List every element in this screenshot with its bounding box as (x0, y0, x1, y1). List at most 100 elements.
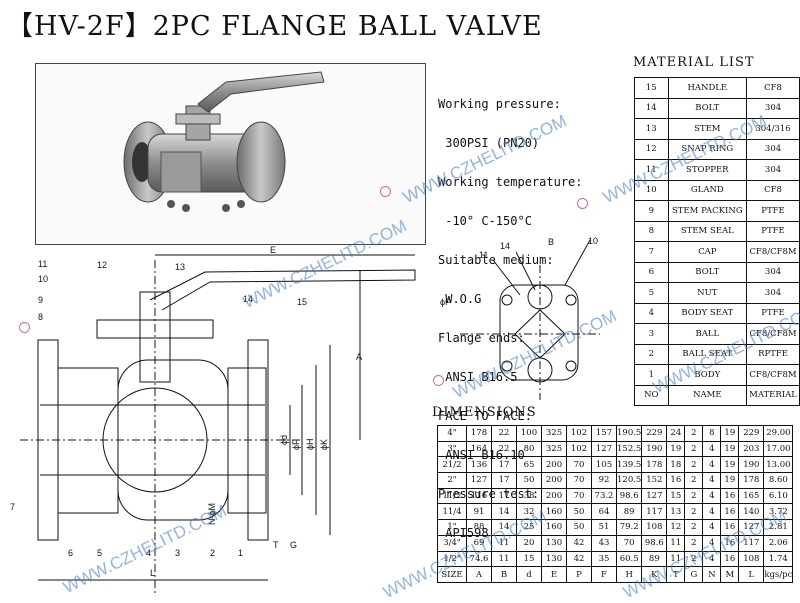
drawing-label: 5 (97, 548, 102, 558)
dimension-cell: 178 (641, 456, 668, 474)
dimension-cell: 4 (702, 472, 722, 489)
dimension-cell: 200 (541, 472, 567, 489)
dimension-cell: 80 (516, 440, 542, 458)
dimension-cell: 24 (666, 425, 686, 442)
dimension-cell: 12 (666, 519, 686, 536)
valve-photo-illustration (123, 71, 325, 212)
material-cell: GLAND (667, 179, 748, 201)
dimension-cell: 102 (566, 425, 592, 442)
dimension-cell: 130 (541, 550, 567, 568)
dimension-cell: 60.5 (615, 550, 643, 568)
drawing-label: ϕH (305, 438, 315, 450)
dimension-cell: 2" (437, 472, 467, 489)
material-cell: 5 (634, 282, 669, 304)
dimension-cell: 4 (702, 519, 722, 536)
dimension-cell: 116 (466, 487, 492, 505)
drawing-label: ϕd (279, 435, 289, 445)
drawing-label: 8 (38, 312, 43, 322)
drawing-label: T (273, 540, 279, 550)
dimension-cell: 4" (437, 425, 467, 442)
dimension-cell: 29.00 (763, 425, 794, 442)
dimension-cell: 100 (516, 425, 542, 442)
watermark-logo-icon (19, 322, 30, 333)
dimension-cell: 178 (738, 472, 765, 489)
drawing-label: 9 (38, 295, 43, 305)
dimension-cell: 17 (491, 456, 517, 474)
dimension-cell: L (738, 566, 765, 583)
material-cell: 304 (746, 261, 800, 283)
dimension-cell: 17 (491, 487, 517, 505)
left-body-outline (57, 367, 119, 514)
dimension-cell: E (541, 566, 567, 583)
material-cell: 304 (746, 138, 800, 160)
dimension-cell: 18 (666, 456, 686, 474)
dimension-cell: 98.6 (641, 534, 668, 552)
material-cell: CF8 (746, 77, 800, 99)
dimension-cell: 127 (641, 487, 668, 505)
dimension-cell: 139.5 (615, 456, 643, 474)
material-cell: CAP (667, 241, 748, 263)
dimension-cell: 1.74 (763, 550, 794, 568)
dimension-cell: 127 (591, 440, 617, 458)
material-cell: STEM SEAL (667, 220, 748, 242)
dimension-cell: 203 (738, 440, 765, 458)
dimension-cell: 4 (702, 503, 722, 521)
dimension-cell: 2.06 (763, 534, 794, 552)
dimension-cell: 19 (666, 440, 686, 458)
dimension-cell: 15 (666, 487, 686, 505)
material-cell: 14 (634, 97, 669, 119)
dimension-cell: 19 (720, 440, 740, 458)
dimension-cell: 16 (720, 487, 740, 505)
dimension-cell: 130 (541, 534, 567, 552)
dimension-cell: 64 (591, 503, 617, 521)
dimension-cell: 65 (516, 456, 542, 474)
material-cell: 15 (634, 77, 669, 99)
dimension-cell: 38 (516, 487, 542, 505)
material-cell: CF8/CF8M (746, 241, 800, 263)
dimension-cell: 17.00 (763, 440, 794, 458)
watermark: WWW.CZHELITD.COM (60, 501, 230, 598)
spec-line: FACE TO FACE: (438, 409, 532, 423)
dimension-cell: 2 (684, 519, 704, 536)
dimension-cell: 178 (466, 425, 492, 442)
dimension-cell: 73.2 (591, 487, 617, 505)
dimension-cell: 164 (466, 440, 492, 458)
dimension-cell: 51 (591, 519, 617, 536)
dimension-cell: 43 (591, 534, 617, 552)
drawing-label: 7 (10, 502, 15, 512)
dimension-cell: 200 (541, 456, 567, 474)
dimension-cell: 229 (738, 425, 765, 442)
dimension-cell: 200 (541, 487, 567, 505)
dimension-cell: 50 (566, 503, 592, 521)
drawing-label: 12 (97, 260, 107, 270)
dimension-cell: 4 (702, 440, 722, 458)
right-body-outline (227, 367, 267, 514)
dimension-cell: 8.60 (763, 472, 794, 489)
dimension-cell: 98.6 (615, 487, 643, 505)
drawing-label: G (290, 540, 297, 550)
dimension-cell: 117 (641, 503, 668, 521)
dimension-cell: 2 (684, 472, 704, 489)
dimension-cell: 1" (437, 519, 467, 536)
drawing-label: 3 (175, 548, 180, 558)
dimension-cell: 190 (641, 440, 668, 458)
dimension-cell: 70 (566, 487, 592, 505)
drawing-label: 11 (38, 259, 47, 269)
dimension-cell: 325 (541, 425, 567, 442)
dimension-cell: 2 (684, 425, 704, 442)
dimension-cell: 11 (666, 534, 686, 552)
body-outline (117, 359, 229, 521)
